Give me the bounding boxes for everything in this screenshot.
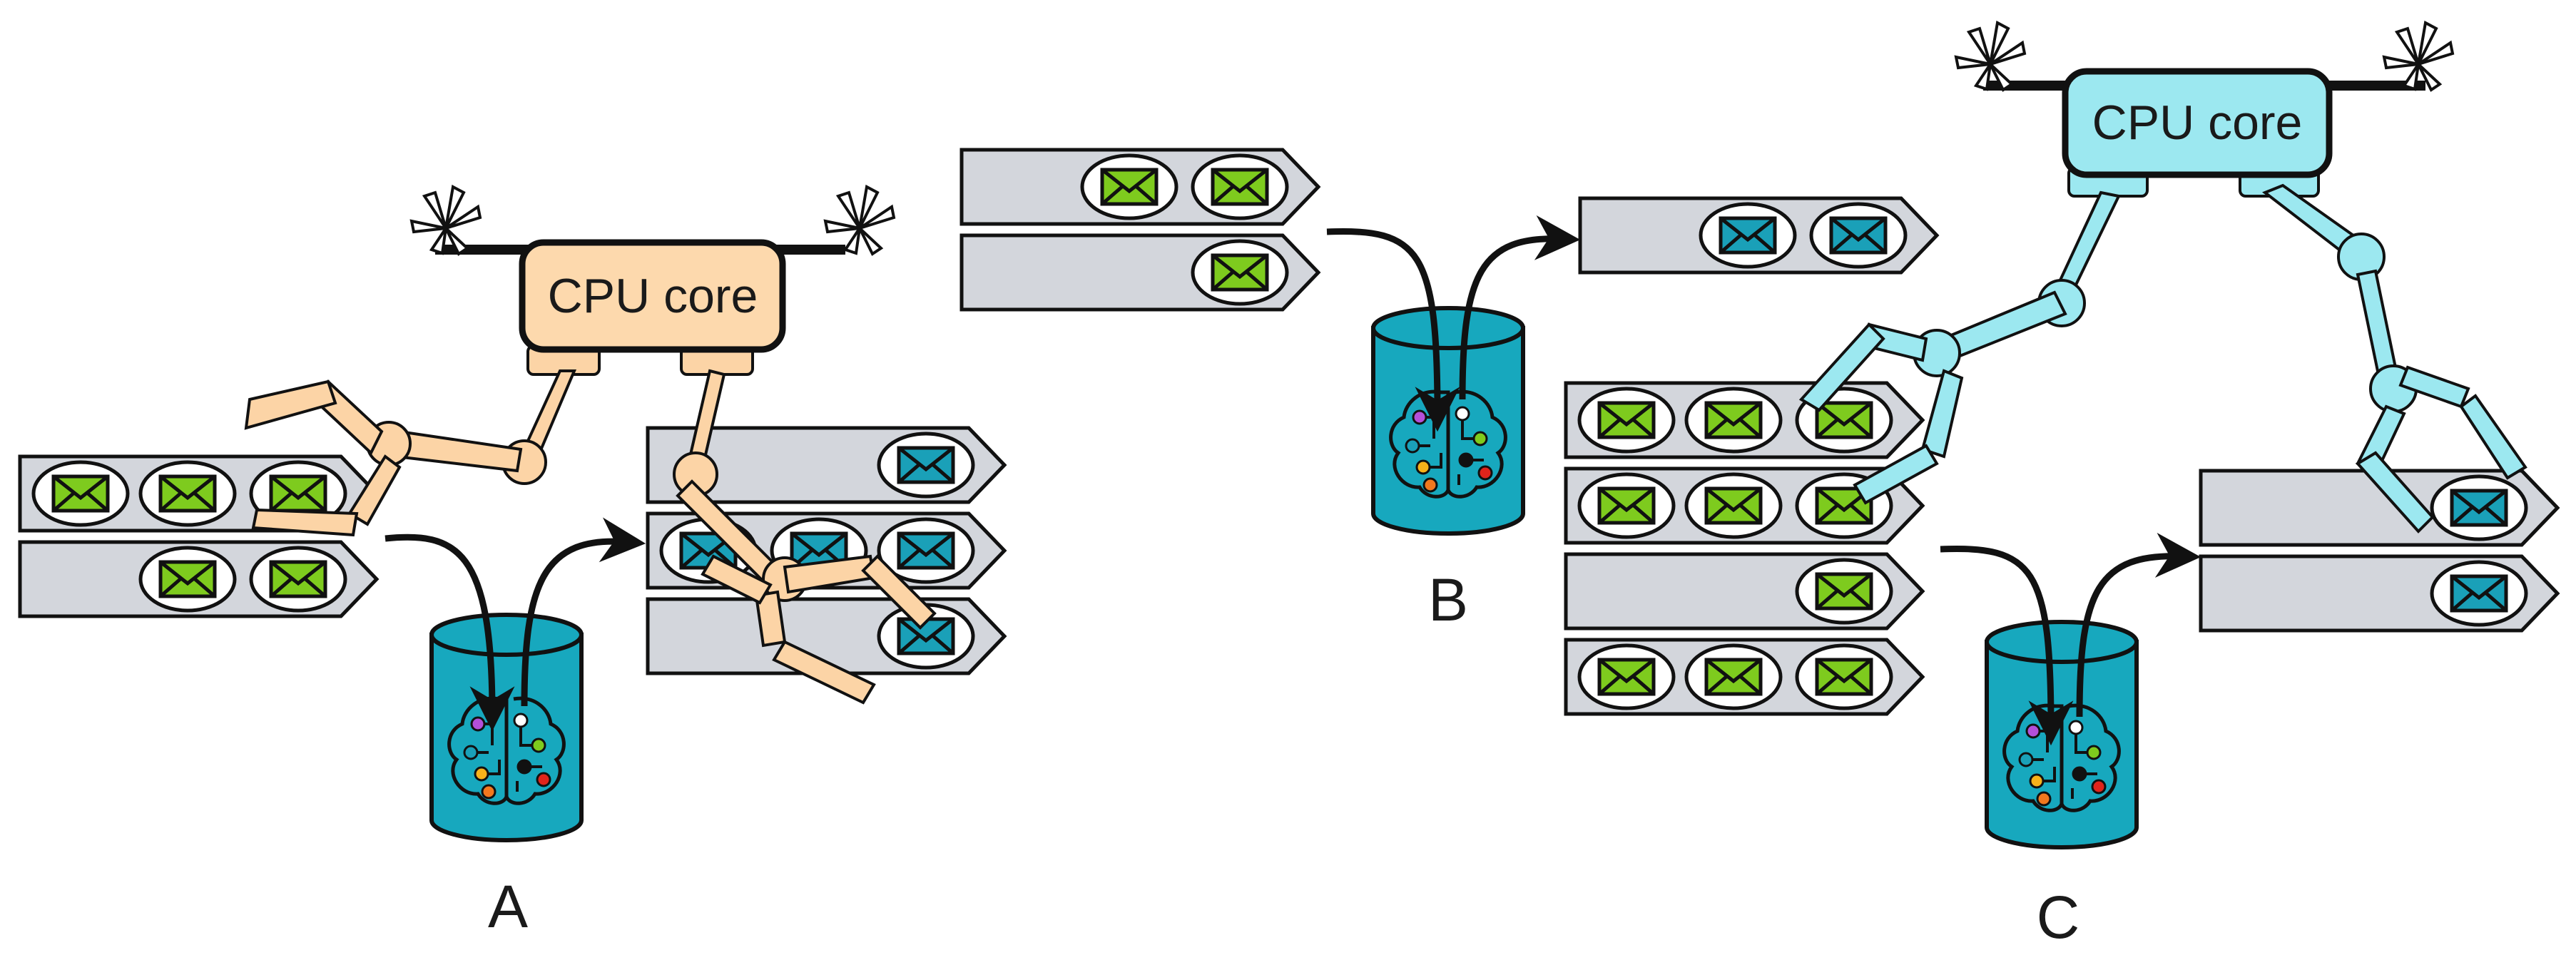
curved-arrow-icon [1459,215,1581,400]
incoming-queue [962,235,1318,310]
panel-c: CPU core C [1566,21,2557,951]
outgoing-queue [2201,556,2557,631]
processing-cylinder [1987,622,2137,847]
incoming-queue [1566,554,1923,628]
curved-arrow-icon [1940,546,2074,746]
robot-arm-icon [244,185,937,705]
incoming-queue [20,542,377,616]
cpu-core-box [519,239,786,353]
curved-arrow-icon [385,534,515,732]
panel-b: B [962,150,1937,633]
outgoing-queue [1580,198,1937,272]
panel-label-b: B [1428,566,1468,633]
cpu-core-label: CPU core [2092,96,2303,150]
panel-a: CPU core A [20,185,1004,940]
panel-label-a: A [488,873,528,940]
incoming-queue [1566,640,1923,714]
cpu-core-box [2062,68,2333,178]
cpu-core-label: CPU core [548,269,758,323]
processing-cylinder [432,615,581,840]
incoming-queue [962,150,1318,224]
incoming-queue [1566,383,1923,457]
curved-arrow-icon [2076,532,2201,718]
processing-cylinder [1373,308,1523,534]
curved-arrow-icon [521,517,646,707]
curved-arrow-icon [1326,228,1460,432]
panel-label-c: C [2037,884,2080,951]
